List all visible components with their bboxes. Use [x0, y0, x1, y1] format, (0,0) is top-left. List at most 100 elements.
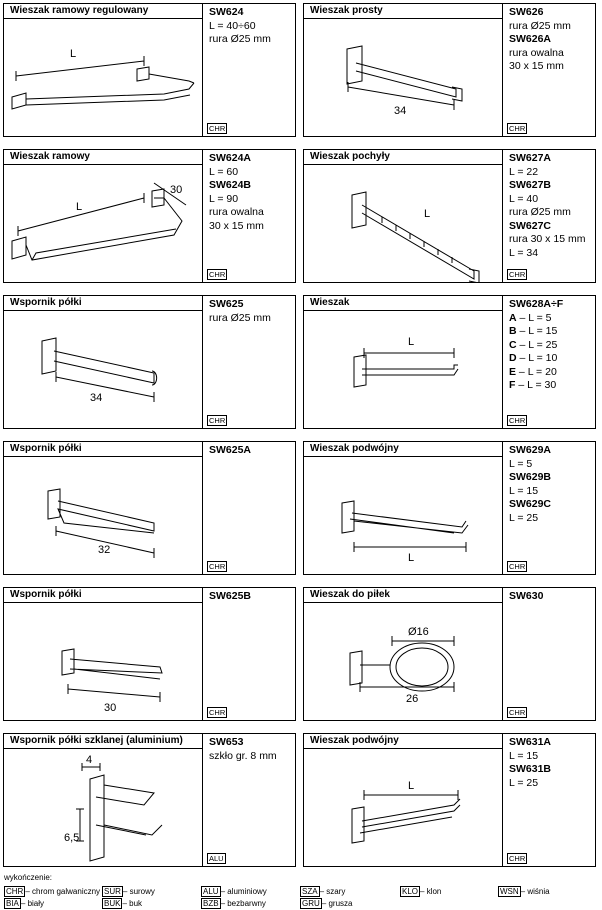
- product-code: SW627C: [509, 219, 552, 232]
- dimension-label: L: [76, 201, 82, 213]
- finish-badge: ALU: [207, 853, 226, 864]
- product-title: Wieszak prosty: [304, 4, 502, 19]
- card-divider: [502, 150, 503, 282]
- spec-line: 30 x 15 mm: [509, 60, 564, 72]
- product-drawing: L: [4, 19, 202, 136]
- card-divider: [202, 150, 203, 282]
- product-title: Wieszak ramowy: [4, 150, 202, 165]
- card-divider: [502, 588, 503, 720]
- legend-item: WSN– wiśnia: [498, 886, 550, 897]
- dimension-label: L: [70, 48, 76, 60]
- product-code: SW625A: [209, 444, 252, 456]
- dimension-label: 34: [394, 105, 406, 117]
- card-divider: [202, 296, 203, 428]
- product-specs: SW625A: [209, 444, 295, 458]
- legend-item: BIA– biały: [4, 898, 44, 909]
- product-specs: SW625B: [209, 590, 295, 604]
- spec-line: L = 60: [209, 165, 239, 178]
- product-code: SW631B: [509, 763, 552, 775]
- product-code: SW625B: [209, 590, 252, 602]
- legend-code: SZA: [300, 886, 320, 897]
- variant-line: D – L = 10: [509, 352, 595, 366]
- variant-letter: A: [509, 311, 517, 324]
- card-divider: [202, 4, 203, 136]
- dimension-label: Ø16: [408, 626, 429, 638]
- finish-badge: CHR: [507, 269, 528, 280]
- finish-badge: CHR: [207, 123, 228, 134]
- card-divider: [502, 734, 503, 866]
- product-code: SW631A: [509, 736, 552, 748]
- legend-code: BZB: [201, 898, 221, 909]
- legend-code: KLO: [400, 886, 421, 897]
- legend-label: – szary: [319, 887, 346, 896]
- legend-label: – wiśnia: [520, 887, 550, 896]
- product-drawing: Ø16 26: [304, 603, 502, 720]
- product-title: Wieszak do piłek: [304, 588, 502, 603]
- finish-badge: CHR: [207, 561, 228, 572]
- product-title: Wspornik półki: [4, 296, 202, 311]
- finish-badge: CHR: [507, 415, 528, 426]
- legend-item: SZA– szary: [300, 886, 345, 897]
- legend-title: wykończenie:: [4, 873, 53, 882]
- product-title: Wspornik półki szklanej (aluminium): [4, 734, 202, 749]
- legend-label: – surowy: [122, 887, 155, 896]
- variant-letter: F: [509, 379, 516, 391]
- product-code: SW628A÷F: [509, 298, 564, 310]
- product-code: SW626: [509, 6, 544, 18]
- variant-letter: D: [509, 352, 517, 364]
- legend-item: GRU– grusza: [300, 898, 352, 909]
- product-title: Wspornik półki: [4, 588, 202, 603]
- legend-label: – biały: [20, 899, 45, 908]
- spec-line: rura owalna: [209, 206, 264, 218]
- legend-item: BUK– buk: [102, 898, 142, 909]
- finish-badge: CHR: [207, 707, 228, 718]
- legend-code: WSN: [498, 886, 521, 897]
- spec-line: 30 x 15 mm: [209, 219, 264, 232]
- product-code: SW627B: [509, 179, 552, 191]
- dimension-label: 32: [98, 544, 110, 556]
- product-title: Wieszak: [304, 296, 502, 311]
- product-code: SW624: [209, 6, 244, 18]
- legend-item: ALU– aluminiowy: [201, 886, 267, 897]
- product-code: SW627A: [509, 152, 552, 164]
- product-code: SW624B: [209, 179, 252, 191]
- legend-label: – grusza: [321, 899, 353, 908]
- dimension-label: 30: [170, 184, 182, 196]
- spec-line: L = 40÷60: [209, 19, 256, 32]
- card-divider: [502, 442, 503, 574]
- dimension-label: 34: [90, 392, 102, 404]
- finish-badge: CHR: [507, 853, 528, 864]
- spec-line: L = 22: [509, 165, 539, 178]
- legend-code: BIA: [4, 898, 21, 909]
- variant-line: B – L = 15: [509, 325, 595, 339]
- legend-code: GRU: [300, 898, 322, 909]
- spec-line: L = 15: [509, 484, 539, 497]
- product-drawing: 32: [4, 457, 202, 574]
- variant-line: E – L = 20: [509, 366, 595, 380]
- spec-line: rura 30 x 15 mm: [509, 233, 586, 245]
- product-drawing: L: [304, 311, 502, 428]
- spec-line: L = 5: [509, 457, 533, 470]
- dimension-label: 26: [406, 693, 418, 705]
- spec-line: L = 34: [509, 246, 539, 259]
- variant-line: A – L = 5: [509, 312, 595, 326]
- card-divider: [202, 588, 203, 720]
- product-drawing: L 30: [4, 165, 202, 282]
- spec-line: L = 15: [509, 749, 539, 762]
- product-code: SW630: [509, 590, 544, 602]
- legend-item: BZB– bezbarwny: [201, 898, 266, 909]
- finish-badge: CHR: [507, 123, 528, 134]
- product-code: SW624A: [209, 152, 252, 164]
- finish-badge: CHR: [207, 415, 228, 426]
